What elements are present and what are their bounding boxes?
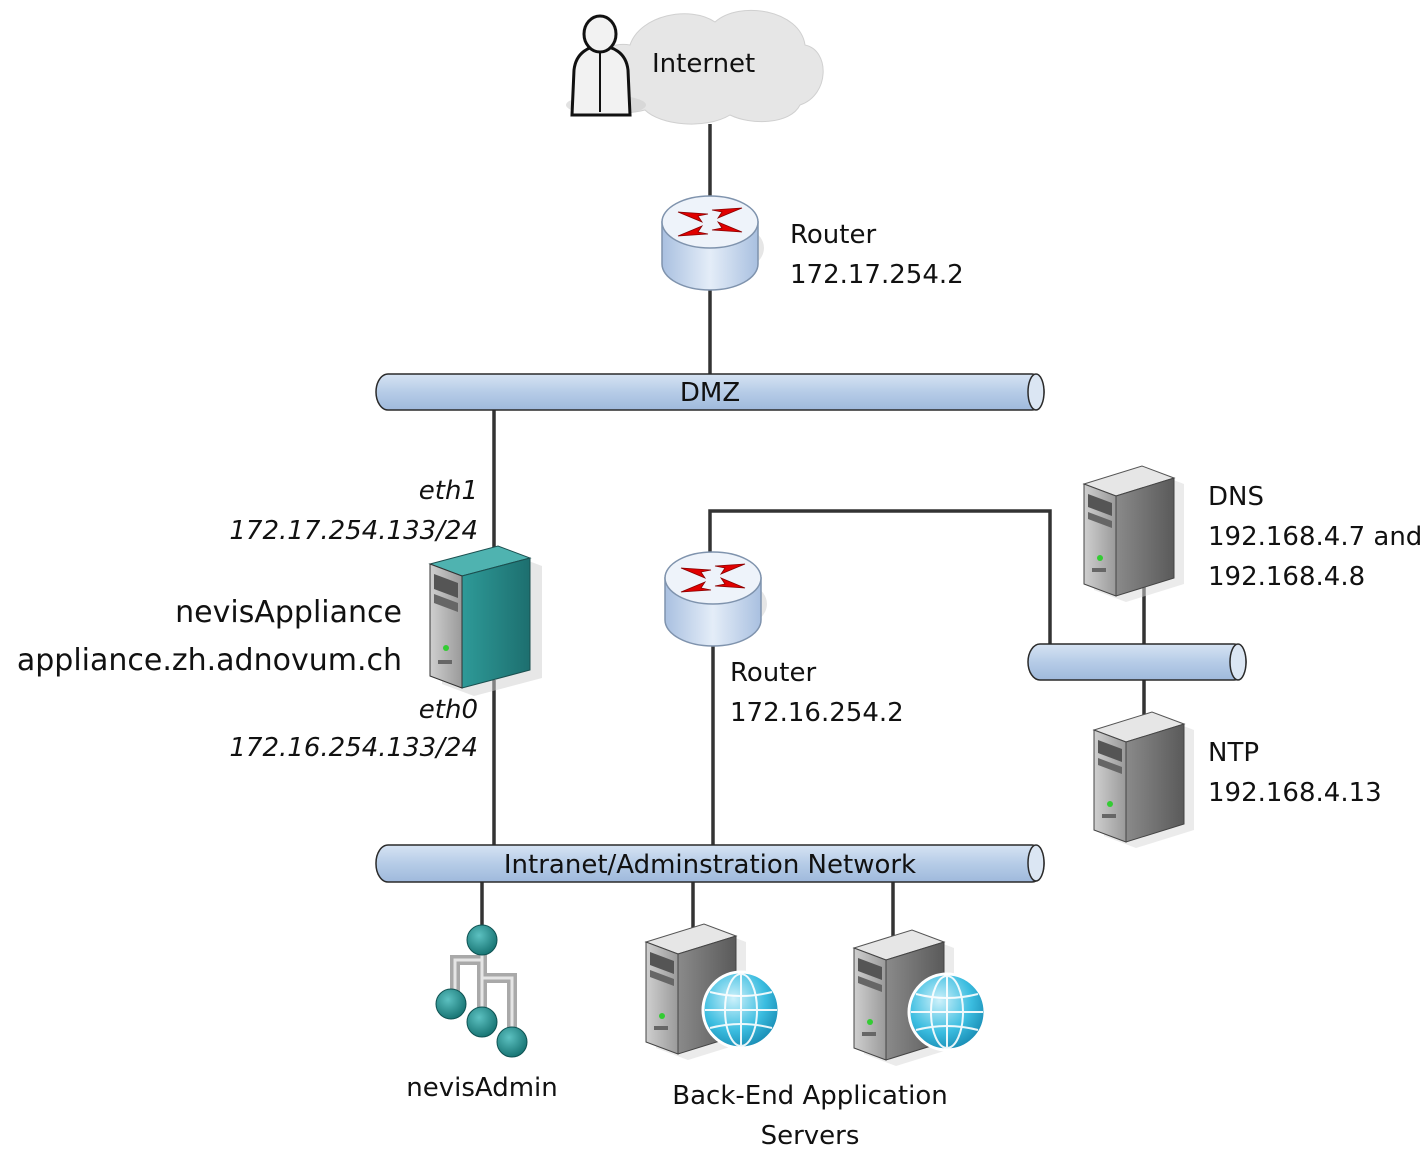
backend-label-line1: Back-End Application: [672, 1081, 947, 1111]
globe-icon: [907, 972, 987, 1052]
eth1-name: eth1: [419, 476, 478, 506]
router-top-ip: 172.17.254.2: [790, 260, 964, 290]
user-icon: [566, 14, 646, 117]
dmz-bus: DMZ: [375, 373, 1045, 411]
link-router-servicebus: [708, 509, 1052, 645]
eth1-ip: 172.17.254.133/24: [229, 516, 478, 546]
intranet-bus: Intranet/Adminstration Network: [375, 844, 1045, 883]
ntp-name: NTP: [1208, 738, 1259, 768]
router-inner-icon: [664, 551, 768, 647]
dns-ip-line1: 192.168.4.7 and: [1208, 522, 1422, 552]
ntp-server-icon: [1093, 711, 1195, 849]
dmz-label: DMZ: [680, 378, 740, 408]
router-top-name: Router: [790, 220, 876, 250]
appliance-name: nevisAppliance: [175, 595, 402, 630]
backend-label-line2: Servers: [761, 1121, 860, 1151]
internet-label: Internet: [652, 49, 755, 79]
links: [480, 124, 1146, 936]
intranet-label: Intranet/Adminstration Network: [504, 850, 916, 880]
nevis-admin-label: nevisAdmin: [406, 1073, 558, 1103]
globe-icon: [701, 970, 781, 1050]
router-inner-name: Router: [730, 658, 816, 688]
dns-ip-line2: 192.168.4.8: [1208, 562, 1365, 592]
eth0-ip: 172.16.254.133/24: [229, 733, 478, 763]
appliance-server-icon: [428, 545, 542, 696]
ntp-ip: 192.168.4.13: [1208, 778, 1382, 808]
dns-name: DNS: [1208, 482, 1264, 512]
dns-server-icon: [1083, 465, 1185, 603]
appliance-host: appliance.zh.adnovum.ch: [17, 643, 402, 678]
router-top-icon: [661, 195, 765, 291]
internet-cloud: Internet: [591, 9, 824, 125]
nevis-admin-icon: [435, 924, 528, 1058]
services-bus: [1027, 643, 1247, 681]
eth0-name: eth0: [419, 695, 478, 725]
router-inner-ip: 172.16.254.2: [730, 698, 904, 728]
